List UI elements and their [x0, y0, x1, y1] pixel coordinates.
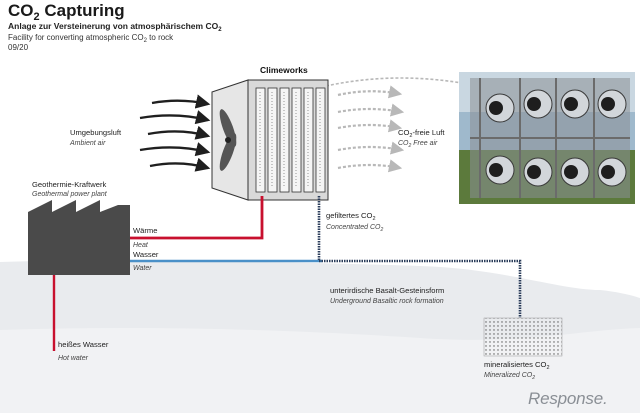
co2-free-air-label-en: CO2 Free air	[398, 140, 438, 149]
geothermal-label-en: Geothermal power plant	[32, 191, 108, 198]
heat-label-en: Heat	[133, 242, 149, 249]
co2-line	[317, 196, 522, 318]
ambient-air-arrows	[139, 94, 211, 172]
fan-icon	[219, 109, 237, 171]
hot-water-label-de: heißes Wasser	[58, 340, 109, 349]
filter-chambers	[255, 87, 326, 193]
climeworks-plant-photo	[459, 72, 635, 204]
page-title: CO2 Capturing	[8, 1, 125, 23]
water-label-de: Wasser	[133, 250, 159, 259]
climeworks-unit	[211, 79, 329, 201]
ambient-air-label-de: Umgebungsluft	[70, 128, 122, 137]
response-watermark: Response.	[528, 389, 608, 408]
ambient-air-label-en: Ambient air	[69, 140, 106, 147]
mineralized-co2-block	[483, 317, 563, 357]
geothermal-building	[28, 200, 130, 275]
basalt-label-de: unterirdische Basalt-Gesteinsform	[330, 286, 444, 295]
subtitle-english: Facility for converting atmospheric CO2 …	[8, 33, 174, 44]
co2-free-air-label-de: CO2-freie Luft	[398, 128, 445, 139]
water-label-en: Water	[133, 265, 152, 272]
underground-rock-layer	[0, 327, 640, 413]
heat-label-de: Wärme	[133, 226, 157, 235]
filtered-co2-label-de: gefiltertes CO2	[326, 211, 376, 222]
co2-free-air-arrows	[337, 85, 405, 173]
mineralized-co2-label-de: mineralisiertes CO2	[484, 360, 550, 371]
subtitle-german: Anlage zur Versteinerung von atmosphäris…	[8, 21, 222, 33]
date-label: 09/20	[8, 43, 29, 52]
svg-text:Response.: Response.	[528, 389, 607, 408]
filtered-co2-label-en: Concentrated CO2	[326, 224, 383, 233]
mineralized-co2-label-en: Mineralized CO2	[484, 372, 535, 381]
hot-water-label-en: Hot water	[58, 355, 89, 362]
basalt-label-en: Underground Basaltic rock formation	[330, 298, 444, 305]
heat-line	[130, 196, 264, 240]
climeworks-label: Climeworks	[260, 65, 308, 75]
to-photo-arrow	[325, 77, 479, 87]
geothermal-label-de: Geothermie-Kraftwerk	[32, 180, 106, 189]
